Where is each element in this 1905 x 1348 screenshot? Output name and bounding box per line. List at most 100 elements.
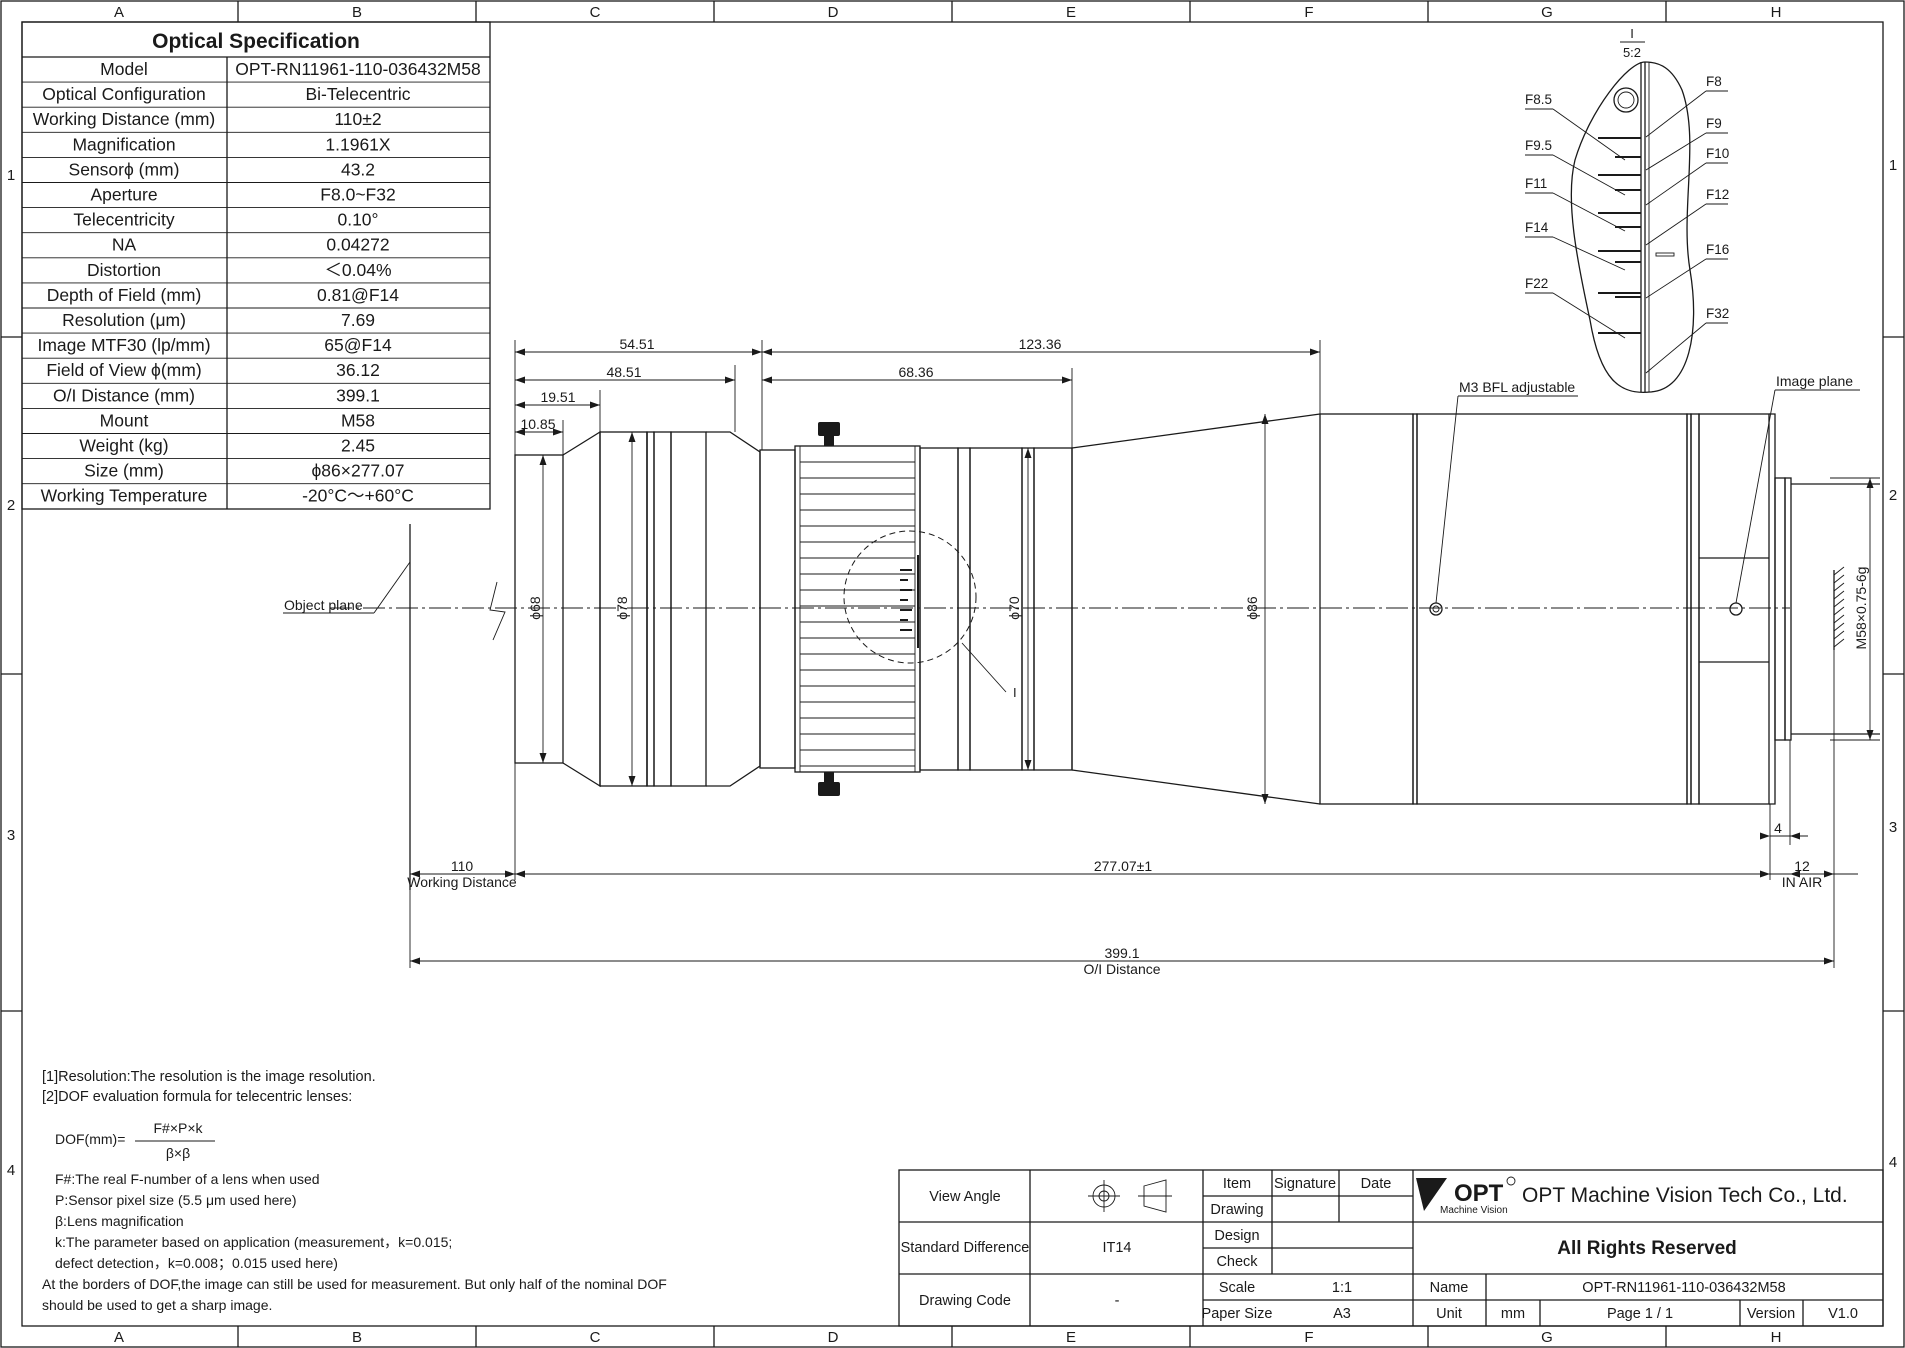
dim-48-51: 48.51: [606, 364, 641, 380]
tb-version-label: Version: [1747, 1306, 1795, 1322]
fstop-label-right: F8: [1706, 74, 1722, 89]
spec-value: Bi-Telecentric: [305, 84, 410, 104]
note-conclusion-2: should be used to get a sharp image.: [42, 1297, 272, 1313]
zone-col-f-bottom: F: [1304, 1329, 1313, 1346]
label-object-plane: Object plane: [284, 597, 363, 613]
spec-value: 2.45: [341, 436, 375, 456]
tb-name-value: OPT-RN11961-110-036432M58: [1582, 1280, 1785, 1296]
note-var-k: k:The parameter based on application (me…: [55, 1234, 452, 1250]
dim-123-36: 123.36: [1019, 336, 1062, 352]
fstop-label-right: F16: [1706, 242, 1729, 257]
zone-col-a-bottom: A: [114, 1329, 124, 1346]
spec-label: Image MTF30 (lp/mm): [37, 335, 210, 355]
zone-col-h-top: H: [1771, 4, 1782, 21]
brand-logo-sub: Machine Vision: [1440, 1205, 1508, 1216]
zone-row-1-left: 1: [7, 167, 15, 184]
opt-logo: OPT Machine Vision: [1416, 1176, 1516, 1216]
fstop-label-left: F11: [1525, 176, 1547, 191]
zone-col-e-bottom: E: [1066, 1329, 1076, 1346]
label-in-air: IN AIR: [1782, 874, 1822, 890]
tb-page: Page 1 / 1: [1607, 1306, 1673, 1322]
lens-side-view: I: [330, 413, 1880, 890]
note-var-k2: defect detection，k=0.008；0.015 used here…: [55, 1255, 338, 1272]
zone-col-g-bottom: G: [1541, 1329, 1553, 1346]
dia-68-label: ϕ68: [527, 596, 543, 620]
detail-scale: 5:2: [1623, 45, 1641, 60]
spec-value: 0.04272: [326, 235, 389, 255]
spec-value: ϕ86×277.07: [311, 461, 404, 481]
spec-label: Size (mm): [84, 461, 164, 481]
zone-col-f-top: F: [1304, 4, 1313, 21]
title-block: View Angle Standard Difference IT14 Draw…: [898, 1169, 1884, 1327]
dia-78-label: ϕ78: [614, 596, 630, 620]
label-working-distance: Working Distance: [407, 874, 517, 890]
tb-paper-size-value: A3: [1333, 1306, 1351, 1322]
dia-86-label: ϕ86: [1244, 596, 1260, 620]
note-var-fnumber: F#:The real F-number of a lens when used: [55, 1171, 320, 1187]
tb-standard-difference: Standard Difference: [901, 1240, 1030, 1256]
spec-label: Aperture: [90, 185, 157, 205]
fstop-label-left: F22: [1525, 276, 1548, 291]
dim-working-distance: 110: [451, 858, 474, 874]
spec-label: Working Distance (mm): [33, 109, 216, 129]
tb-date: Date: [1361, 1176, 1392, 1192]
note-dof-formula-title: [2]DOF evaluation formula for telecentri…: [42, 1089, 352, 1105]
formula-denominator: β×β: [166, 1145, 190, 1161]
spec-value: 43.2: [341, 159, 375, 179]
tb-design: Design: [1214, 1228, 1259, 1244]
spec-value: OPT-RN11961-110-036432M58: [235, 59, 480, 79]
tb-check: Check: [1216, 1254, 1258, 1270]
mount-thread-label: M58×0.75-6g: [1853, 567, 1869, 650]
tb-view-angle: View Angle: [929, 1189, 1000, 1205]
zone-col-g-top: G: [1541, 4, 1553, 21]
spec-table-title: Optical Specification: [152, 30, 360, 53]
spec-label: Distortion: [87, 260, 161, 280]
spec-label: Resolution (μm): [62, 310, 186, 330]
zone-col-a-top: A: [114, 4, 124, 21]
tb-all-rights-reserved: All Rights Reserved: [1557, 1238, 1737, 1259]
zone-col-c-bottom: C: [590, 1329, 601, 1346]
tb-name-label: Name: [1430, 1280, 1469, 1296]
spec-label: Depth of Field (mm): [47, 285, 202, 305]
fstop-label-left: F9.5: [1525, 138, 1552, 153]
dim-54-51: 54.51: [619, 336, 654, 352]
zone-col-d-top: D: [828, 4, 839, 21]
zone-row-4-left: 4: [7, 1162, 15, 1179]
spec-label: Mount: [100, 410, 149, 430]
spec-value: 0.81@F14: [317, 285, 399, 305]
spec-label: Optical Configuration: [42, 84, 205, 104]
label-bfl-adjustable: M3 BFL adjustable: [1459, 379, 1575, 395]
tb-paper-size: Paper Size: [1202, 1306, 1273, 1322]
fstop-label-right: F12: [1706, 187, 1729, 202]
tb-drawing-code-value: -: [1115, 1293, 1120, 1309]
spec-label: Magnification: [72, 134, 175, 154]
zone-col-c-top: C: [590, 4, 601, 21]
tb-scale: Scale: [1219, 1280, 1255, 1296]
note-resolution: [1]Resolution:The resolution is the imag…: [42, 1069, 376, 1085]
detail-callout-label: I: [1013, 685, 1017, 700]
zone-row-2-right: 2: [1889, 487, 1897, 504]
formula-numerator: F#×P×k: [153, 1120, 203, 1136]
first-angle-projection-icon: [1088, 1179, 1172, 1213]
tb-item: Item: [1223, 1176, 1251, 1192]
spec-label: Telecentricity: [73, 210, 174, 230]
dim-19-51: 19.51: [540, 389, 575, 405]
note-var-magnification: β:Lens magnification: [55, 1213, 184, 1229]
spec-label: Sensorϕ (mm): [69, 159, 180, 179]
note-conclusion-1: At the borders of DOF,the image can stil…: [42, 1276, 667, 1292]
fstop-label-right: F9: [1706, 116, 1722, 131]
spec-value: ＜0.04%: [324, 260, 391, 280]
formula-lhs: DOF(mm)=: [55, 1131, 125, 1147]
zone-row-3-right: 3: [1889, 819, 1897, 836]
spec-value: F8.0~F32: [320, 185, 395, 205]
dim-air-12: 12: [1794, 858, 1810, 874]
label-image-plane: Image plane: [1776, 373, 1853, 389]
dim-flange-4: 4: [1774, 820, 1782, 836]
zone-row-4-right: 4: [1889, 1154, 1897, 1171]
dim-10-85: 10.85: [520, 416, 555, 432]
zone-col-b-bottom: B: [352, 1329, 362, 1346]
zone-row-2-left: 2: [7, 497, 15, 514]
